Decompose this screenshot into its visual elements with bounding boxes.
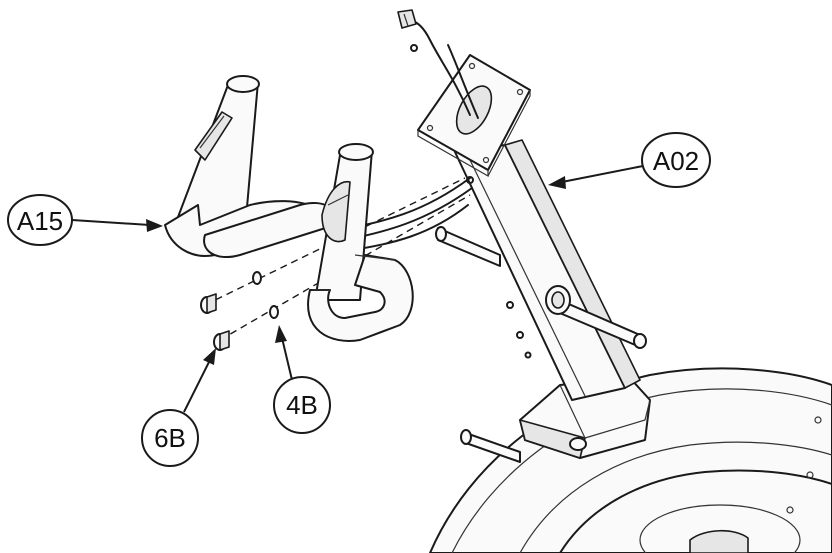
callout-a15: A15 [7,194,163,246]
bolt-upper [200,293,217,314]
callout-label: 4B [286,390,318,420]
callout-label: A15 [17,206,63,236]
callout-label: 6B [154,423,186,453]
washer-lower [269,305,279,319]
flywheel-housing [429,367,832,553]
pivot-shaft [435,226,647,349]
callout-a02: A02 [548,132,711,189]
hardware [200,271,279,351]
callout-6b: 6B [141,348,216,467]
washer-upper [252,271,262,285]
callout-4b: 4B [273,325,331,434]
handlebar [164,75,414,342]
bolt-lower [213,330,230,351]
column-base-collar [519,377,651,459]
console-cable [397,9,479,119]
base-axle [460,429,521,463]
callout-label: A02 [653,146,699,176]
upright-column [417,54,641,401]
